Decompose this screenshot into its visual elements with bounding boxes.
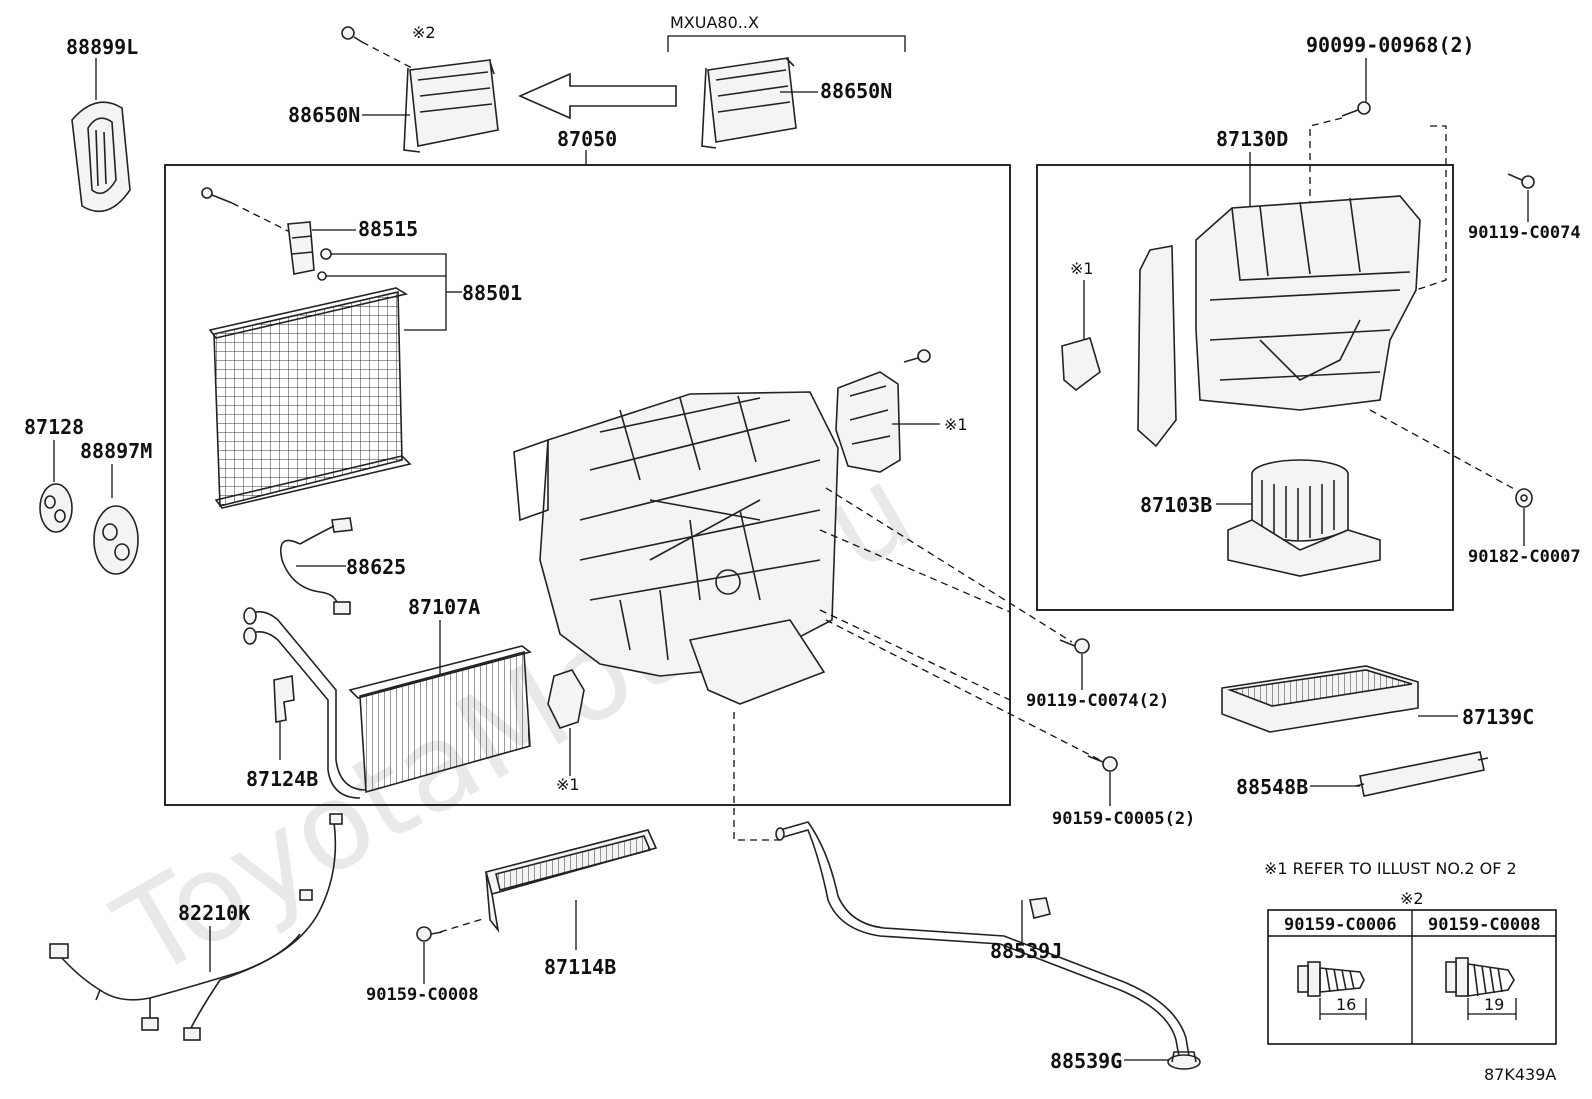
label-88650N-left: 88650N xyxy=(288,103,360,127)
label-87103B: 87103B xyxy=(1140,493,1212,517)
label-82210K: 82210K xyxy=(178,901,250,925)
label-90119-top: 90119-C0074 xyxy=(1468,223,1581,243)
dim-16: 16 xyxy=(1336,995,1356,1014)
bolt-88515 xyxy=(201,187,233,204)
bolt-illustration-2 xyxy=(1445,957,1517,1020)
label-88539J: 88539J xyxy=(990,939,1062,963)
label-90099: 90099-00968(2) xyxy=(1306,33,1475,57)
label-88899L: 88899L xyxy=(66,35,138,59)
label-87130D: 87130D xyxy=(1216,127,1288,151)
label-90159-mid: 90159-C0005(2) xyxy=(1052,809,1195,829)
part-evaporator xyxy=(208,287,412,509)
note1-box: ※1 xyxy=(1070,259,1094,278)
bolt-top xyxy=(341,26,363,43)
label-87139C: 87139C xyxy=(1462,705,1534,729)
label-88548B: 88548B xyxy=(1236,775,1308,799)
part-88650N-right xyxy=(701,57,797,149)
label-87114B: 87114B xyxy=(544,955,616,979)
fastener-table xyxy=(1267,909,1557,1045)
bolt-side xyxy=(903,349,931,363)
part-88650N-left xyxy=(403,59,499,153)
bolt-90159-bottom xyxy=(416,926,443,942)
label-90119-mid: 90119-C0074(2) xyxy=(1026,691,1169,711)
bolt-illustration-1 xyxy=(1297,961,1367,1020)
label-88539G: 88539G xyxy=(1050,1049,1122,1073)
assembly-87130D-box xyxy=(1036,164,1454,611)
part-87114B xyxy=(485,829,658,933)
variant-bracket xyxy=(667,35,906,52)
variant-label: MXUA80..X xyxy=(670,13,759,32)
part-filter-cover xyxy=(1355,751,1489,797)
label-90182: 90182-C0007 xyxy=(1468,547,1581,567)
o-ring-1 xyxy=(320,248,332,260)
label-87050: 87050 xyxy=(557,127,617,151)
label-88625: 88625 xyxy=(346,555,406,579)
part-blower-housing xyxy=(1137,195,1421,448)
note2-top: ※2 xyxy=(412,23,436,42)
part-bottom-actuator xyxy=(547,669,585,729)
bolt-90159-mid xyxy=(1087,755,1118,772)
dim-19: 19 xyxy=(1484,995,1504,1014)
label-87124B: 87124B xyxy=(246,767,318,791)
table-col-1: 90159-C0006 xyxy=(1284,915,1397,935)
table-note: ※2 xyxy=(1400,889,1424,908)
label-87128: 87128 xyxy=(24,415,84,439)
part-88897M xyxy=(93,505,139,575)
bolt-90099 xyxy=(1341,101,1371,117)
replacement-arrow xyxy=(518,72,677,120)
bolt-90119-mid xyxy=(1059,638,1090,654)
part-drain-hose xyxy=(775,821,1191,1063)
note1-right: ※1 xyxy=(944,415,968,434)
part-87128 xyxy=(39,483,73,533)
label-88897M: 88897M xyxy=(80,439,152,463)
label-90159-bottom: 90159-C0008 xyxy=(366,985,479,1005)
bolt-90119-top xyxy=(1507,173,1535,189)
nut-90182 xyxy=(1515,488,1533,508)
part-air-filter xyxy=(1221,665,1419,733)
part-box-actuator xyxy=(1061,337,1101,392)
assembly-87050-box xyxy=(164,164,1011,806)
part-hvac-unit xyxy=(513,391,839,705)
part-88899L xyxy=(71,101,131,213)
label-88501: 88501 xyxy=(462,281,522,305)
o-ring-2 xyxy=(317,271,327,281)
note1-bottom: ※1 xyxy=(556,775,580,794)
label-88515: 88515 xyxy=(358,217,418,241)
label-87107A: 87107A xyxy=(408,595,480,619)
label-88650N-right: 88650N xyxy=(820,79,892,103)
part-wire-harness xyxy=(49,813,343,1041)
part-side-actuator xyxy=(835,371,901,473)
part-88515 xyxy=(287,221,315,275)
refer-note: ※1 REFER TO ILLUST NO.2 OF 2 xyxy=(1264,859,1517,878)
part-blower-motor xyxy=(1227,459,1381,577)
part-heater-core xyxy=(243,607,532,799)
part-88625 xyxy=(280,517,353,615)
part-87124B xyxy=(273,675,295,723)
part-88539G xyxy=(1167,1051,1201,1070)
table-col-2: 90159-C0008 xyxy=(1428,915,1541,935)
diagram-code: 87K439A xyxy=(1484,1065,1556,1084)
